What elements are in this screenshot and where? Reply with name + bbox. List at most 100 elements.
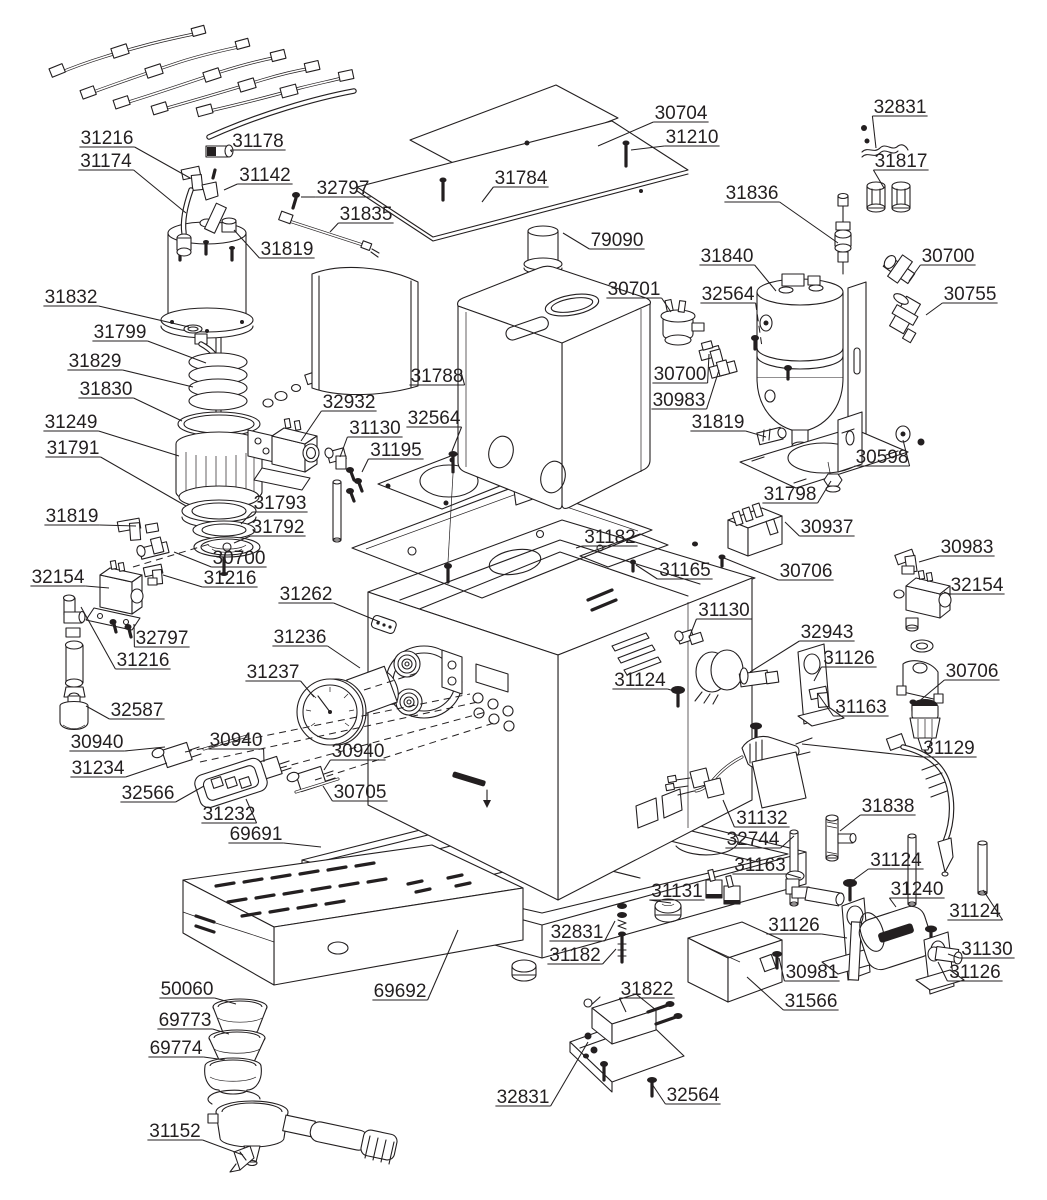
leader-line bbox=[706, 369, 720, 410]
part-label: 31152 bbox=[147, 1121, 244, 1156]
drip-tray-69692 bbox=[182, 844, 524, 986]
leader-line bbox=[813, 666, 822, 682]
part-number: 32797 bbox=[317, 178, 370, 199]
part-label: 32564 bbox=[406, 408, 463, 452]
part-label: 32154 bbox=[943, 575, 1005, 596]
leader-line bbox=[283, 842, 322, 848]
part-label: 31124 bbox=[851, 850, 924, 882]
elbow-31216-b bbox=[142, 563, 164, 586]
part-number: 31784 bbox=[495, 168, 548, 189]
part-label: 30755 bbox=[925, 284, 998, 316]
part-number: 32831 bbox=[551, 922, 604, 943]
part-number: 31836 bbox=[726, 183, 779, 204]
screw-stack-32831-31182 bbox=[617, 903, 627, 964]
part-number: 31182 bbox=[549, 945, 600, 966]
wiring-harness bbox=[48, 24, 355, 118]
part-number: 31240 bbox=[891, 879, 944, 900]
leader-line bbox=[602, 948, 617, 965]
lens-31232 bbox=[238, 776, 252, 789]
leader-line bbox=[427, 929, 459, 1001]
part-label: 30940 bbox=[69, 732, 166, 753]
leader-line bbox=[134, 146, 191, 179]
part-label: 31216 bbox=[79, 128, 191, 179]
pressure-gauge bbox=[296, 665, 399, 746]
part-number: 32564 bbox=[702, 284, 755, 305]
part-number: 31163 bbox=[835, 697, 886, 718]
part-label: 30937 bbox=[784, 517, 855, 538]
boiler-31840 bbox=[756, 273, 844, 451]
leader-line bbox=[745, 430, 767, 438]
part-number: 31830 bbox=[80, 379, 133, 400]
cap-31131 bbox=[654, 898, 682, 923]
leader-line bbox=[327, 645, 361, 669]
pipe-32744 bbox=[789, 829, 799, 907]
part-label: 31163 bbox=[732, 855, 802, 879]
part-label: 31236 bbox=[272, 627, 361, 669]
part-number: 50060 bbox=[161, 979, 214, 1000]
leader-line bbox=[746, 976, 784, 1011]
tee-30700-d bbox=[882, 254, 916, 285]
leader-line bbox=[481, 186, 494, 203]
part-number: 31132 bbox=[736, 808, 787, 829]
part-label: 30700 bbox=[173, 548, 267, 569]
part-label: 69773 bbox=[157, 1010, 230, 1035]
leader-line bbox=[630, 145, 665, 151]
part-number: 31124 bbox=[870, 850, 922, 871]
part-label: 31216 bbox=[162, 568, 258, 589]
part-number: 31819 bbox=[692, 412, 745, 433]
part-number: 31216 bbox=[117, 650, 170, 671]
leader-line bbox=[233, 229, 260, 259]
part-label: 32831 bbox=[495, 1041, 589, 1108]
thumbscrew-31124-b bbox=[843, 879, 857, 887]
elbow-31819-c bbox=[116, 517, 160, 541]
spring-clip bbox=[207, 1089, 261, 1105]
leader-line bbox=[575, 545, 583, 549]
leader-line bbox=[651, 1083, 666, 1105]
part-label: 31165 bbox=[635, 560, 713, 581]
part-number: 31236 bbox=[274, 627, 327, 648]
part-label: 30701 bbox=[606, 279, 672, 313]
part-label: 32566 bbox=[120, 783, 205, 804]
part-label: 31788 bbox=[409, 366, 466, 387]
part-number: 31178 bbox=[232, 131, 283, 152]
leader-line bbox=[982, 889, 1004, 921]
led-strip-31262 bbox=[370, 614, 397, 634]
leader-line bbox=[214, 997, 237, 1005]
part-number: 31788 bbox=[411, 366, 464, 387]
leader-line bbox=[851, 868, 869, 882]
screws-31195 bbox=[346, 467, 364, 503]
fitting-31130-right bbox=[927, 945, 963, 965]
part-number: 31798 bbox=[764, 484, 817, 505]
steam-boiler-right bbox=[660, 125, 925, 493]
leader-line bbox=[323, 759, 331, 771]
leader-line bbox=[98, 305, 190, 328]
part-number: 31163 bbox=[734, 855, 785, 876]
leader-line bbox=[203, 1056, 226, 1061]
leader-line bbox=[333, 602, 381, 623]
leader-line bbox=[784, 521, 800, 537]
part-number: 31130 bbox=[349, 418, 400, 439]
elbow-31163-b bbox=[785, 870, 845, 907]
leader-line bbox=[908, 264, 921, 282]
part-label: 31195 bbox=[361, 440, 424, 473]
part-number: 32797 bbox=[136, 628, 189, 649]
rubber-foot bbox=[511, 959, 537, 982]
leader-line bbox=[124, 746, 166, 752]
leader-line bbox=[329, 222, 339, 233]
part-number: 30940 bbox=[210, 730, 263, 751]
part-label: 31210 bbox=[630, 127, 720, 151]
switch-cluster bbox=[151, 734, 340, 809]
part-label: 31249 bbox=[43, 412, 180, 457]
part-label: 31835 bbox=[329, 204, 394, 233]
leader-line bbox=[322, 785, 333, 802]
fitting-31130-mid bbox=[674, 629, 704, 646]
part-number: 31838 bbox=[862, 796, 915, 817]
fitting-30700-c bbox=[698, 340, 725, 368]
inner-panel-30704 bbox=[409, 84, 619, 174]
bezel-32566 bbox=[194, 757, 268, 809]
part-number: 31216 bbox=[204, 568, 257, 589]
part-label: 31182 bbox=[575, 527, 638, 549]
tee-pipe-31838 bbox=[825, 814, 857, 862]
part-label: 31130 bbox=[688, 600, 752, 639]
